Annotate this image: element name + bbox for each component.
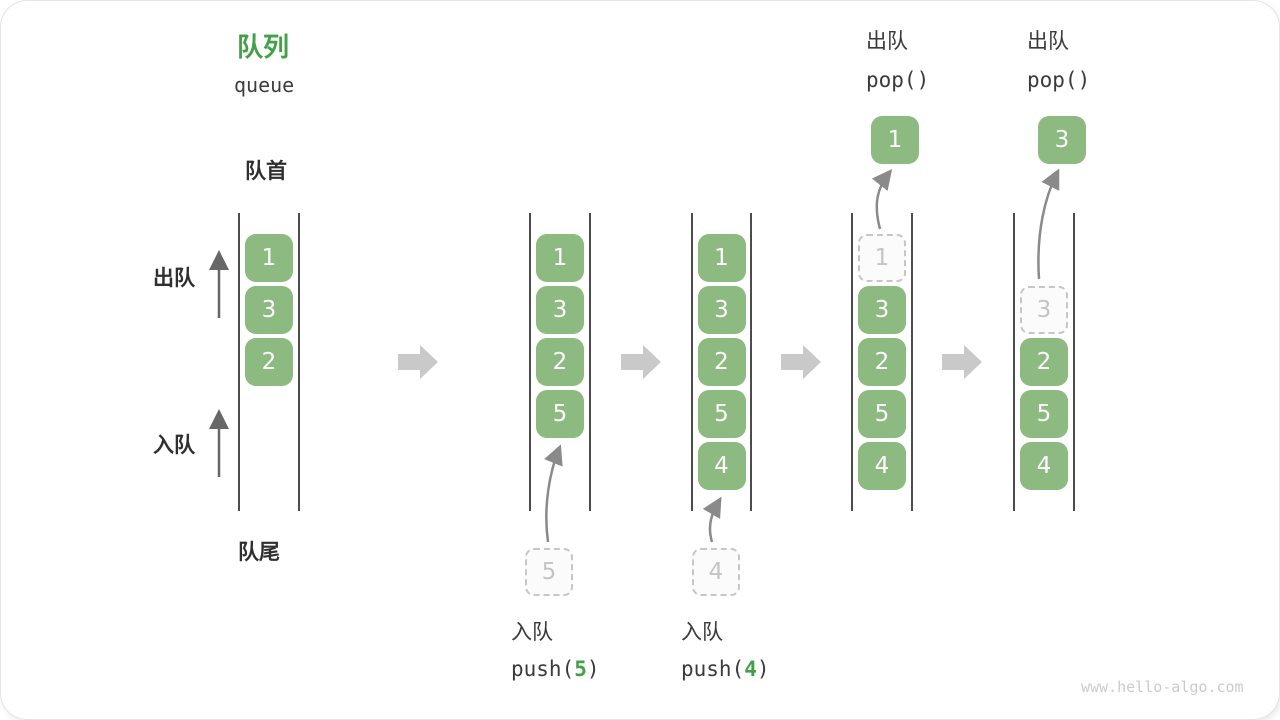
transition-arrow-icon — [398, 345, 438, 379]
transition-arrow-icon — [942, 345, 982, 379]
queue-cell: 4 — [1020, 442, 1068, 490]
queue-cell: 4 — [858, 442, 906, 490]
push-argument: 4 — [744, 657, 757, 681]
queue-cell: 1 — [536, 234, 584, 282]
label-dequeue-side: 出队 — [153, 267, 195, 290]
label-enqueue-side: 入队 — [153, 434, 195, 457]
push-argument: 5 — [574, 657, 587, 681]
queue-cell-dashed: 3 — [1020, 286, 1068, 334]
op-label-dequeue: 出队 — [1027, 30, 1069, 53]
queue-cell: 2 — [245, 338, 293, 386]
dequeue-arrow-icon — [871, 169, 893, 230]
queue-cell-dashed: 1 — [858, 234, 906, 282]
queue-cell: 4 — [697, 442, 746, 490]
popped-cell: 1 — [871, 116, 919, 164]
dequeue-arrow-icon — [1037, 168, 1060, 280]
queue-state-3 — [691, 213, 752, 511]
op-code-push: push(4) — [681, 657, 770, 681]
queue-state-2 — [529, 213, 591, 511]
queue-cell: 5 — [858, 390, 906, 438]
op-code-pop: pop() — [1027, 68, 1091, 92]
enqueue-arrow-icon — [702, 496, 722, 543]
enqueue-source-cell: 4 — [692, 548, 740, 596]
queue-cell: 3 — [245, 286, 293, 334]
queue-cell: 1 — [697, 234, 746, 282]
enqueue-arrow-icon — [544, 444, 563, 543]
op-label-enqueue: 入队 — [681, 621, 723, 644]
transition-arrow-icon — [621, 345, 661, 379]
op-code-push: push(5) — [511, 657, 600, 681]
queue-cell: 3 — [536, 286, 584, 334]
queue-cell: 2 — [536, 338, 584, 386]
page-title: 队列 — [237, 32, 290, 62]
enqueue-source-cell: 5 — [525, 548, 573, 596]
queue-cell: 5 — [1020, 390, 1068, 438]
queue-cell: 2 — [1020, 338, 1068, 386]
queue-cell: 2 — [858, 338, 906, 386]
queue-state-1 — [238, 213, 300, 511]
op-label-dequeue: 出队 — [866, 30, 908, 53]
queue-state-5 — [1013, 213, 1075, 511]
op-code-pop: pop() — [866, 68, 930, 92]
queue-cell: 5 — [697, 390, 746, 438]
queue-cell: 3 — [858, 286, 906, 334]
transition-arrow-icon — [781, 345, 821, 379]
queue-cell: 1 — [245, 234, 293, 282]
queue-state-4 — [851, 213, 913, 511]
watermark: www.hello-algo.com — [1081, 678, 1244, 696]
queue-cell: 3 — [697, 286, 746, 334]
queue-cell: 5 — [536, 390, 584, 438]
queue-cell: 2 — [697, 338, 746, 386]
label-queue-rear: 队尾 — [238, 541, 280, 564]
op-label-enqueue: 入队 — [511, 621, 553, 644]
transition-arrows — [398, 345, 982, 379]
page-subtitle: queue — [234, 73, 295, 97]
popped-cell: 3 — [1038, 116, 1086, 164]
label-queue-front: 队首 — [245, 160, 287, 183]
